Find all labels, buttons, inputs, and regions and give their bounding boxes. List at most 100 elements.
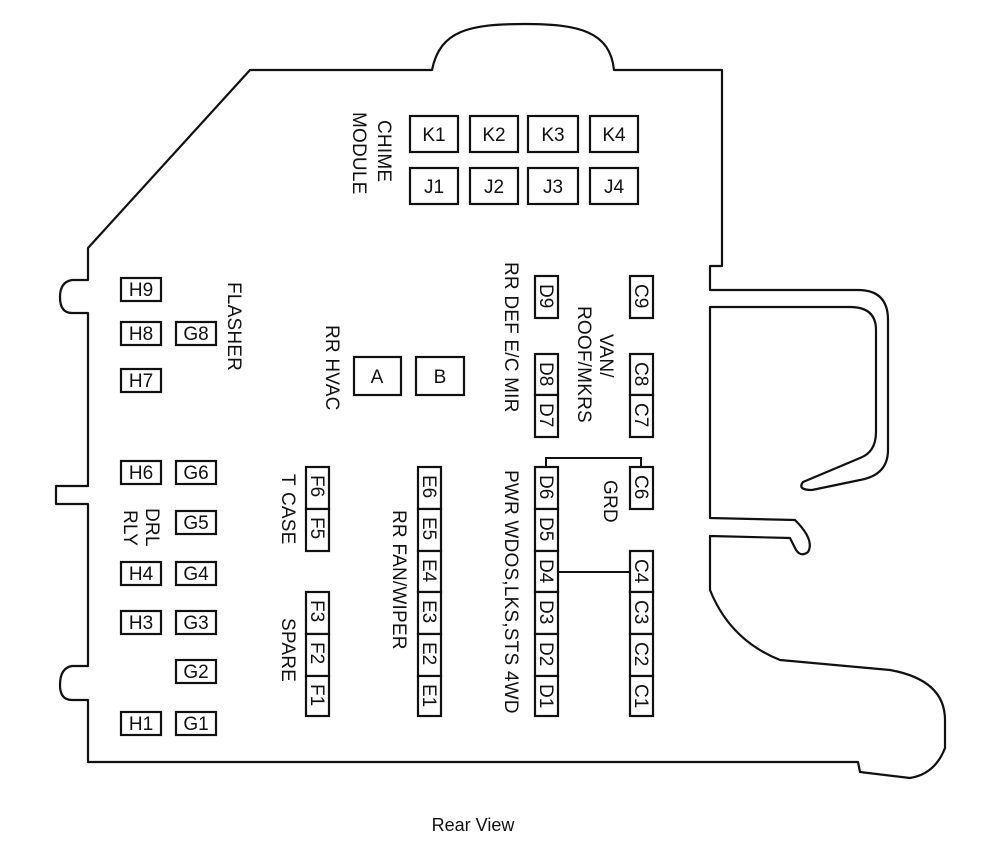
slot-g1-label: G1	[183, 714, 208, 735]
slot-k1[interactable]	[408, 114, 460, 154]
g-column: G8 G6 G5 G4 G3 G2 G1	[174, 320, 218, 737]
slot-h3[interactable]	[119, 609, 163, 636]
t-case-label-line1: T	[277, 474, 298, 486]
d-column: D9 D8 D7 D6 D5 D4 D3 D2 D1	[533, 274, 560, 718]
relay-a[interactable]	[352, 355, 403, 397]
slot-g8[interactable]	[174, 320, 218, 347]
slot-g2-label: G2	[183, 662, 208, 683]
slot-g5-label: G5	[183, 513, 208, 534]
slot-d9[interactable]	[533, 274, 560, 320]
f-column-top: F6 F5	[304, 465, 331, 553]
slot-h4-label: H4	[129, 564, 154, 585]
slot-d1[interactable]	[533, 674, 560, 718]
slot-k2[interactable]	[468, 114, 520, 154]
slot-f5[interactable]	[304, 507, 331, 553]
slot-d5-label: D5	[535, 517, 556, 541]
slot-g5[interactable]	[174, 509, 218, 536]
pwr-wdos-label: PWR WDOS,LKS,STS 4WD	[500, 470, 521, 714]
slot-d4-label: D4	[535, 559, 556, 584]
slot-c1-label: C1	[630, 684, 651, 708]
slot-g6[interactable]	[174, 459, 218, 486]
rr-fan-wiper-label: RR FAN/WIPER	[388, 510, 409, 650]
slot-g4[interactable]	[174, 560, 218, 587]
slot-c7[interactable]	[628, 393, 655, 439]
slot-h1[interactable]	[119, 710, 163, 737]
e-column: E6 E5 E4 E3 E2 E1	[416, 465, 443, 718]
slot-c1[interactable]	[628, 674, 655, 718]
slot-h4[interactable]	[119, 560, 163, 587]
slot-j2-label: J2	[484, 177, 504, 198]
slot-c7-label: C7	[630, 403, 651, 427]
rr-hvac-label: RR HVAC	[321, 325, 342, 411]
slot-d7-label: D7	[535, 403, 556, 427]
slot-f2-label: F2	[306, 642, 327, 664]
slot-g8-label: G8	[183, 324, 208, 345]
slot-h8[interactable]	[119, 320, 163, 347]
slot-d8-label: D8	[535, 362, 556, 386]
slot-j4[interactable]	[588, 166, 640, 206]
slot-e4-label: E4	[418, 559, 439, 583]
slot-k4-label: K4	[602, 125, 626, 146]
slot-e1-label: E1	[418, 684, 439, 707]
slot-j4-label: J4	[604, 177, 625, 198]
slot-f6-label: F6	[306, 475, 327, 497]
slot-f1[interactable]	[304, 674, 331, 718]
slot-e5-label: E5	[418, 517, 439, 540]
slot-j2[interactable]	[468, 166, 520, 206]
chime-label-line1: CHIME	[373, 120, 394, 182]
h-column: H9 H8 H7 H6 H4 H3 H1	[119, 276, 163, 737]
slot-e3-label: E3	[418, 600, 439, 623]
slot-f5-label: F5	[306, 517, 327, 539]
slot-h9[interactable]	[119, 276, 163, 303]
slot-j3[interactable]	[526, 166, 580, 206]
spare-label: SPARE	[277, 618, 298, 682]
slot-g1[interactable]	[174, 710, 218, 737]
caption-rear-view: Rear View	[432, 815, 516, 835]
k-row: K1 K2 K3 K4	[408, 114, 640, 154]
slot-h9-label: H9	[129, 280, 153, 301]
relay-a-label: A	[371, 367, 384, 388]
slot-c4-label: C4	[630, 559, 651, 584]
slot-k3-label: K3	[541, 125, 564, 146]
relay-b-label: B	[434, 367, 447, 388]
slot-c3-label: C3	[630, 600, 651, 624]
van-label-line2: ROOF/MKRS	[573, 306, 594, 423]
slot-d6-label: D6	[535, 475, 556, 499]
slot-h8-label: H8	[129, 324, 153, 345]
slot-e1[interactable]	[416, 674, 443, 718]
slot-h7-label: H7	[129, 371, 153, 392]
slot-j1-label: J1	[424, 177, 444, 198]
f-column-bottom: F3 F2 F1	[304, 590, 331, 718]
slot-d2-label: D2	[535, 642, 556, 666]
slot-h7[interactable]	[119, 367, 163, 394]
rr-def-ec-mir-label: RR DEF E/C MIR	[500, 262, 521, 413]
slot-d9-label: D9	[535, 284, 556, 308]
slot-j3-label: J3	[543, 177, 563, 198]
grd-label: GRD	[599, 480, 620, 523]
slot-c9[interactable]	[628, 274, 655, 320]
j-row: J1 J2 J3 J4	[408, 166, 640, 206]
relay-b[interactable]	[414, 355, 466, 397]
slot-d3-label: D3	[535, 600, 556, 624]
slot-h6-label: H6	[129, 463, 153, 484]
slot-k3[interactable]	[526, 114, 580, 154]
slot-k4[interactable]	[588, 114, 640, 154]
slot-d7[interactable]	[533, 393, 560, 439]
slot-c6-label: C6	[630, 475, 651, 499]
slot-j1[interactable]	[408, 166, 460, 206]
c-column: C9 C8 C7 C6 C4 C3 C2 C1	[628, 274, 655, 718]
t-case-label-line2: CASE	[277, 492, 298, 545]
slot-g3[interactable]	[174, 609, 218, 636]
flasher-label: FLASHER	[223, 282, 244, 371]
slot-g2[interactable]	[174, 658, 218, 685]
slot-k2-label: K2	[482, 125, 505, 146]
slot-e6-label: E6	[418, 475, 439, 498]
drl-label-line2: RLY	[119, 510, 140, 546]
slot-g4-label: G4	[183, 564, 209, 585]
slot-e2-label: E2	[418, 642, 439, 665]
slot-h6[interactable]	[119, 459, 163, 486]
wire-d6-c6	[545, 457, 642, 467]
housing-outline	[54, 22, 947, 780]
slot-d1-label: D1	[535, 684, 556, 708]
